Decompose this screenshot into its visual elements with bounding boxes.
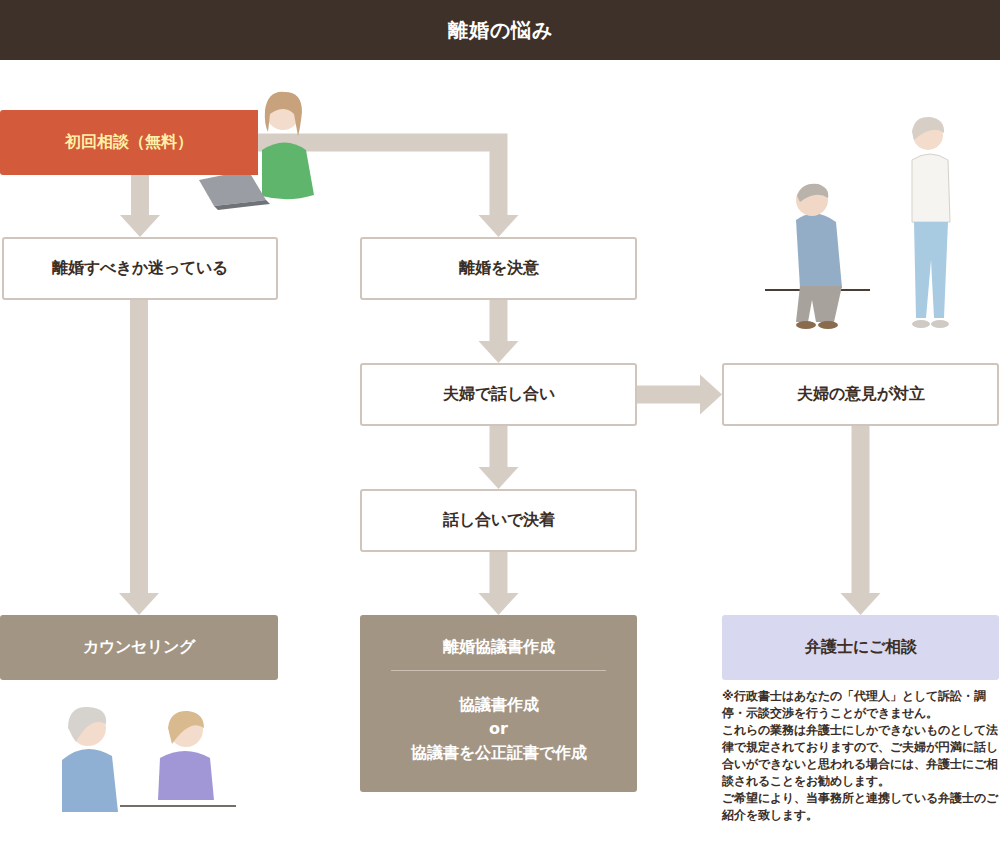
box-text: 離婚協議書作成 [391,615,606,671]
flow-arrow [479,552,519,615]
process-box: 初回相談（無料） [0,110,258,175]
sweater [262,143,314,200]
hair [265,92,302,136]
title-band: 離婚の悩み [0,0,1000,60]
process-box: 離婚協議書作成協議書作成or協議書を公正証書で作成 [360,615,637,792]
counselor-hair [68,707,106,742]
note-text: これらの業務は弁護士にしかできないものとして法律で規定されておりますので、ご夫婦… [722,722,998,790]
table-line [120,805,236,807]
man-shirt [796,213,842,288]
laptop-base [214,200,270,210]
process-box: 夫婦の意見が対立 [722,363,999,426]
shoe [931,320,949,328]
arrow-head [700,375,722,415]
arrow-shaft [490,300,508,342]
box-text: 話し合いで決着 [443,510,555,531]
note-text: ご希望により、当事務所と連携している弁護士のご紹介を致します。 [722,790,998,824]
process-box: 弁護士にご相談 [722,615,999,680]
client-top [158,751,214,800]
process-box: 話し合いで決着 [360,489,637,552]
woman-top [912,154,950,222]
box-text: 離婚すべきか迷っている [52,258,228,279]
note-text: ※行政書士はあなたの「代理人」として訴訟・調停・示談交渉を行うことができません。 [722,688,998,722]
arrow-head [841,593,881,615]
arrow-head [479,467,519,489]
flow-arrow [841,426,881,615]
arrow-shaft [258,143,499,217]
flow-arrow [637,375,722,415]
laptop [199,170,266,206]
counseling-figure [62,707,236,812]
shoe [912,320,930,328]
box-text: 協議書作成 [459,693,539,717]
box-text: 協議書を公正証書で作成 [411,741,587,765]
flow-arrow [120,175,160,237]
shoe [796,321,816,329]
process-box: 離婚を決意 [360,237,637,300]
box-text: or [489,717,508,741]
flow-arrow [258,143,519,238]
flow-arrow [479,426,519,489]
footnote: ※行政書士はあなたの「代理人」として訴訟・調停・示談交渉を行うことができません。… [722,688,998,824]
flow-arrow [119,300,159,615]
process-box: カウンセリング [0,615,278,680]
arrow-shaft [490,552,508,594]
arrow-shaft [490,426,508,468]
woman-hair [912,117,944,140]
counselor-top [62,749,118,812]
process-box: 離婚すべきか迷っている [2,237,278,300]
arrow-head [479,341,519,363]
box-text: 夫婦の意見が対立 [797,384,925,405]
arrow-head [479,593,519,615]
arrow-head [120,215,160,237]
box-text: 弁護士にご相談 [805,637,917,658]
box-text: 夫婦で話し合い [443,384,555,405]
process-box: 夫婦で話し合い [360,363,637,426]
woman-trousers [914,222,948,318]
shoe [818,321,838,329]
arrow-shaft [131,175,149,216]
arrow-shaft [852,426,870,594]
arrow-shaft [130,300,148,594]
man-trousers [796,286,842,322]
flow-arrow [479,300,519,363]
man-hair [797,184,828,202]
man-face [796,184,828,216]
arrow-head [119,593,159,615]
box-text: 離婚を決意 [459,258,539,279]
arrow-shaft [637,386,701,404]
client-hair [168,711,204,744]
couple-figure [765,117,950,329]
box-text: カウンセリング [83,637,195,658]
box-text: 初回相談（無料） [65,132,193,153]
arrow-head [479,215,519,237]
